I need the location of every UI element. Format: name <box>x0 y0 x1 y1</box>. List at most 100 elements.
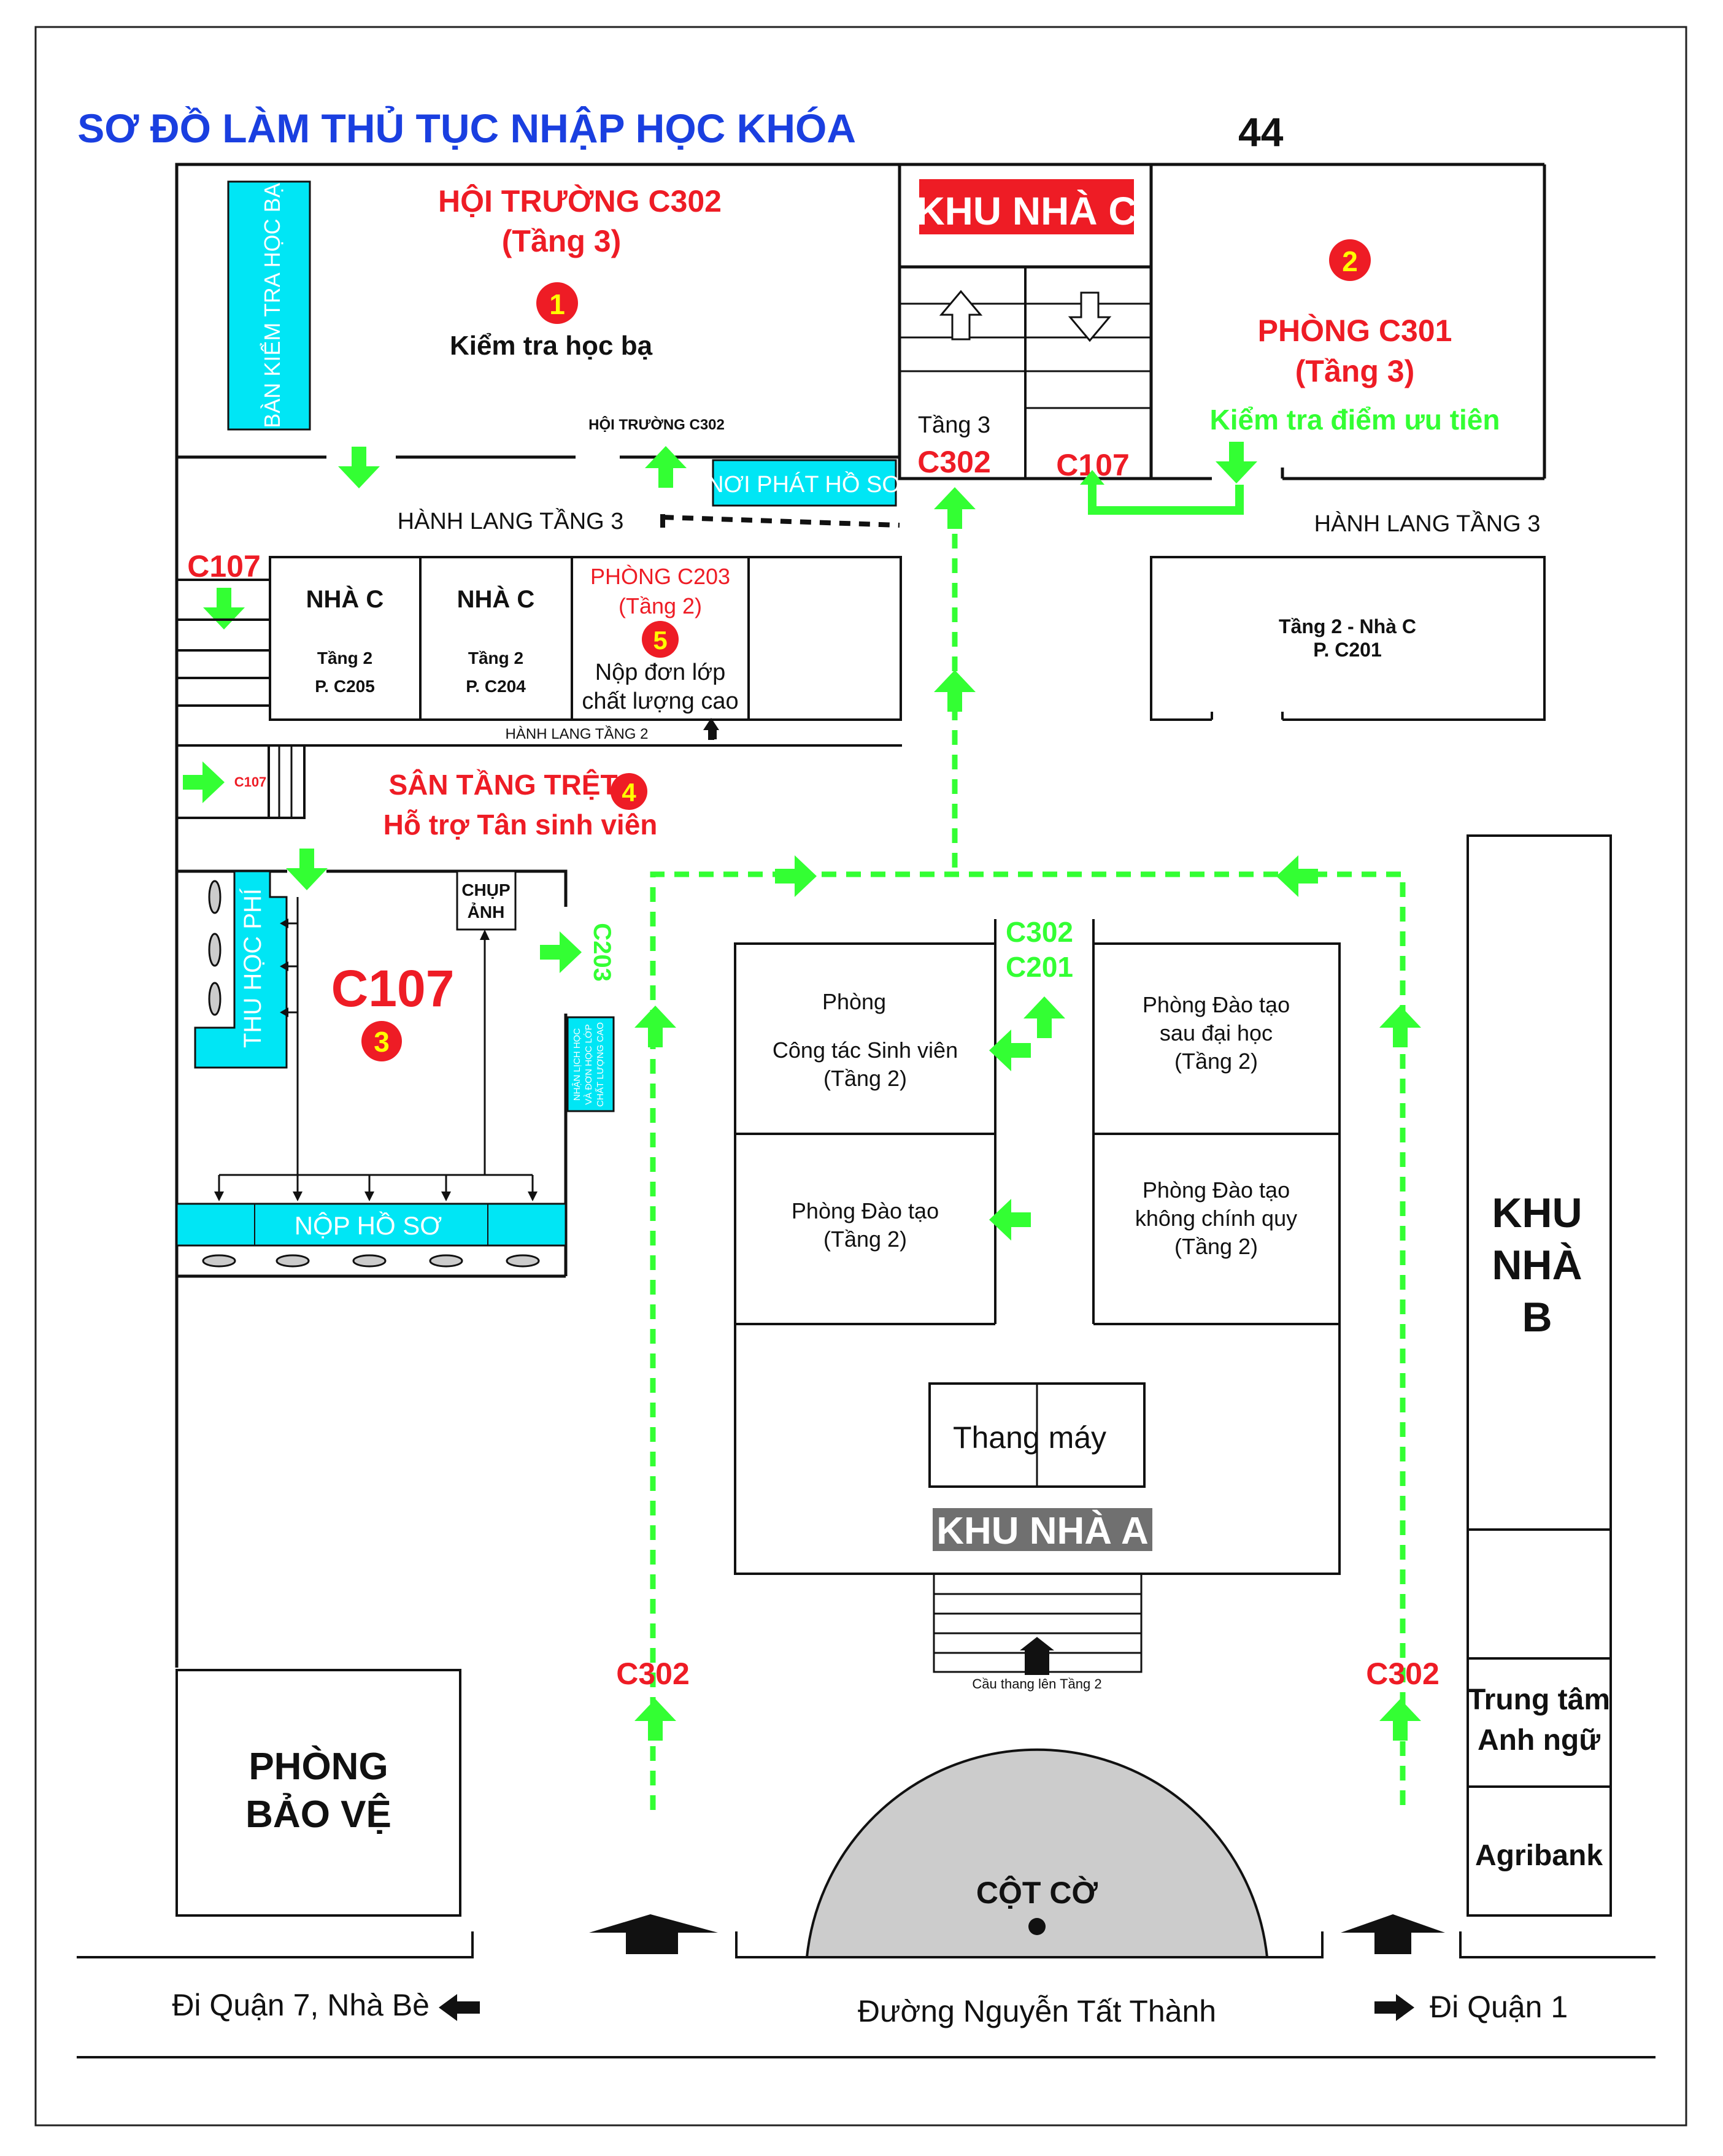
photo-booth-line1: CHỤP <box>461 880 510 899</box>
dossier-submission-desk <box>175 1203 567 1247</box>
room-c107-title: C107 <box>331 960 455 1017</box>
document-check-desk-label: BÀN KIỂM TRA HỌC BẠ <box>259 183 285 428</box>
dossier-pickup-label: NƠI PHÁT HỒ SƠ <box>707 471 902 498</box>
stair-floor-3-label: Tầng 3 <box>918 412 990 438</box>
room-c301-floor: (Tầng 3) <box>1295 354 1414 388</box>
training-office-line2: (Tầng 2) <box>823 1226 907 1252</box>
corridor-floor-3-right: HÀNH LANG TẦNG 3 <box>1314 510 1541 537</box>
building-c-label-box <box>919 179 1134 234</box>
flagpole-dot <box>1028 1918 1046 1935</box>
building-b-line1: KHU <box>1492 1190 1582 1236</box>
hall-c302-title: HỘI TRƯỜNG C302 <box>438 183 722 218</box>
road-right-label: Đi Quận 1 <box>1430 1990 1568 2024</box>
step-2-badge <box>1329 239 1371 281</box>
c203-direction-label: C203 <box>588 923 615 982</box>
hall-c302-small-label: HỘI TRƯỜNG C302 <box>588 416 725 433</box>
step-5-number: 5 <box>653 626 667 655</box>
step-2-task: Kiểm tra điểm ưu tiên <box>1210 404 1500 436</box>
student-affairs-line1: Phòng <box>822 989 886 1014</box>
building-a-entry-c201: C201 <box>1006 951 1073 983</box>
room-c203-title: PHÒNG C203 <box>590 564 730 589</box>
schedule-pickup-desk <box>566 1016 615 1112</box>
dossier-submission-label: NỘP HỒ SƠ <box>295 1211 442 1240</box>
building-a-label: KHU NHÀ A <box>936 1510 1149 1552</box>
step-1-task: Kiểm tra học bạ <box>450 331 653 361</box>
photo-booth-line2: ẢNH <box>468 902 505 922</box>
english-center-line1: Trung tâm <box>1468 1684 1610 1716</box>
path-c302-left-label: C302 <box>616 1657 690 1691</box>
training-office-line1: Phòng Đào tạo <box>792 1198 939 1223</box>
agribank-label: Agribank <box>1475 1839 1603 1872</box>
schedule-pickup-line2: VÀ ĐƠN HỌC LỚP <box>584 1024 594 1105</box>
step-2-number: 2 <box>1342 245 1358 277</box>
step-5-task-line1: Nộp đơn lớp <box>595 660 726 685</box>
outer-frame <box>34 26 1687 2127</box>
stair-c107-left-label: C107 <box>187 549 261 583</box>
road-name-label: Đường Nguyễn Tất Thành <box>858 1994 1216 2028</box>
arrow-down-from-desk <box>338 447 380 488</box>
map-title-number: 44 <box>1238 109 1284 155</box>
building-a-label-box <box>933 1508 1152 1551</box>
courtyard-title: SÂN TẦNG TRỆT <box>388 769 617 801</box>
hall-c302-floor: (Tầng 3) <box>502 224 621 258</box>
step-4-badge <box>611 773 647 810</box>
dossier-pickup-desk <box>712 459 897 507</box>
room-c201-line2: P. C201 <box>1313 639 1382 661</box>
postgrad-office-line2: sau đại học <box>1160 1020 1273 1045</box>
step-3-number: 3 <box>374 1026 390 1058</box>
nonformal-office-line2: không chính quy <box>1135 1206 1297 1231</box>
nonformal-office-line1: Phòng Đào tạo <box>1143 1177 1290 1203</box>
building-a-entry-c302: C302 <box>1006 916 1073 948</box>
nonformal-office-line3: (Tầng 2) <box>1174 1234 1258 1259</box>
left-gate-arrow <box>589 1914 718 1954</box>
floor-2-rooms <box>269 556 902 721</box>
tuition-payment-desk <box>194 870 288 1069</box>
room-c205-building: NHÀ C <box>306 585 384 613</box>
corridor-floor-2: HÀNH LANG TẦNG 2 <box>506 725 649 742</box>
corridor-floor-3-left: HÀNH LANG TẦNG 3 <box>398 507 624 534</box>
arrow-up-to-hall <box>645 446 687 488</box>
flagpole-area <box>805 1748 1269 1958</box>
right-gate-arrow <box>1341 1914 1445 1954</box>
c107-small-label: C107 <box>234 774 267 790</box>
building-b-line3: B <box>1522 1294 1552 1341</box>
schedule-pickup-line3: CHẤT LƯỢNG CAO <box>595 1022 606 1107</box>
arrow-down-from-c301 <box>1216 442 1257 483</box>
room-c201 <box>1150 556 1546 721</box>
step-5-badge <box>642 621 679 658</box>
room-c205-floor: Tầng 2 <box>317 649 372 668</box>
room-c201-line1: Tầng 2 - Nhà C <box>1279 615 1416 637</box>
step-1-number: 1 <box>549 288 565 320</box>
map-title: SƠ ĐỒ LÀM THỦ TỤC NHẬP HỌC KHÓA <box>77 106 856 151</box>
security-office-line2: BẢO VỆ <box>245 1793 391 1836</box>
postgrad-office-line1: Phòng Đào tạo <box>1143 992 1290 1017</box>
student-affairs-line2: Công tác Sinh viên <box>773 1038 958 1063</box>
room-c301-title: PHÒNG C301 <box>1258 314 1452 348</box>
road-left-label: Đi Quận 7, Nhà Bè <box>172 1988 430 2022</box>
document-check-desk <box>227 180 311 431</box>
english-center-line2: Anh ngữ <box>1478 1724 1600 1757</box>
security-office <box>175 1669 461 1917</box>
step-4-number: 4 <box>622 778 636 807</box>
tuition-payment-label: THU HỌC PHÍ <box>239 888 266 1048</box>
building-b-line2: NHÀ <box>1492 1242 1582 1288</box>
step-3-badge <box>361 1021 402 1061</box>
path-c302-right-label: C302 <box>1366 1657 1440 1691</box>
stair-c302-label: C302 <box>917 445 991 479</box>
room-c205-number: P. C205 <box>315 677 375 696</box>
arrow-left-icon <box>439 1994 480 2021</box>
elevator-label: Thang máy <box>953 1420 1106 1455</box>
arrow-right-icon <box>1374 1994 1414 2021</box>
room-c203-floor: (Tầng 2) <box>619 593 702 618</box>
step-4-task: Hỗ trợ Tân sinh viên <box>384 809 658 841</box>
student-affairs-line3: (Tầng 2) <box>823 1066 907 1091</box>
step-5-task-line2: chất lượng cao <box>582 688 738 714</box>
room-c204-floor: Tầng 2 <box>468 649 523 668</box>
path-loop <box>650 871 1406 1810</box>
step-1-badge <box>536 282 578 324</box>
postgrad-office-line3: (Tầng 2) <box>1174 1049 1258 1074</box>
schedule-pickup-line1: NHẬN LỊCH HỌC <box>572 1028 582 1101</box>
security-office-line1: PHÒNG <box>249 1746 388 1788</box>
room-c204-number: P. C204 <box>466 677 526 696</box>
